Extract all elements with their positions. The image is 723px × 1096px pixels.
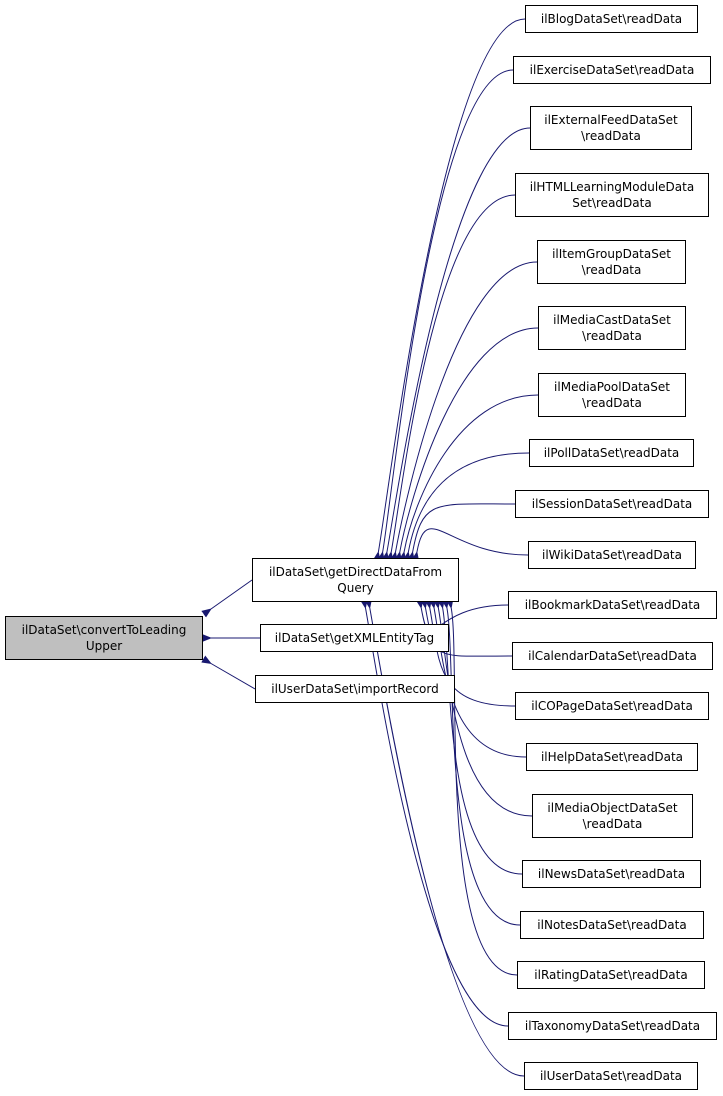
- edge-session-to-getDirect: [407, 503, 516, 562]
- edge-htmlLM-to-getDirect: [385, 194, 516, 562]
- node-blog-read-data[interactable]: ilBlogDataSet\readData: [525, 5, 698, 33]
- edge-externalFeed-to-getDirect: [381, 127, 531, 562]
- node-get-direct-data-from-query[interactable]: ilDataSet\getDirectDataFrom Query: [252, 558, 459, 602]
- node-calendar-read-data[interactable]: ilCalendarDataSet\readData: [512, 642, 713, 670]
- node-taxonomy-read-data[interactable]: ilTaxonomyDataSet\readData: [508, 1012, 717, 1040]
- edge-getDirect-to-root: [201, 579, 253, 618]
- edge-itemGroup-to-getDirect: [389, 261, 538, 562]
- node-wiki-read-data[interactable]: ilWikiDataSet\readData: [528, 541, 696, 569]
- node-media-cast-read-data[interactable]: ilMediaCastDataSet \readData: [538, 306, 686, 350]
- node-exercise-read-data[interactable]: ilExerciseDataSet\readData: [513, 56, 711, 84]
- node-help-read-data[interactable]: ilHelpDataSet\readData: [526, 743, 698, 771]
- edge-blog-to-getDirect: [372, 18, 526, 562]
- edge-mediaPool-to-getDirect: [398, 394, 539, 562]
- node-convert-to-leading-upper[interactable]: ilDataSet\convertToLeading Upper: [5, 616, 203, 660]
- node-bookmark-read-data[interactable]: ilBookmarkDataSet\readData: [508, 591, 717, 619]
- edge-importRecord-to-root: [201, 655, 256, 690]
- edge-news-to-getDirect: [437, 598, 523, 875]
- node-notes-read-data[interactable]: ilNotesDataSet\readData: [520, 911, 704, 939]
- node-get-xml-entity-tag[interactable]: ilDataSet\getXMLEntityTag: [260, 624, 449, 652]
- node-copage-read-data[interactable]: ilCOPageDataSet\readData: [515, 692, 709, 720]
- edge-notes-to-getDirect: [441, 598, 521, 926]
- edge-wiki-to-getDirect: [411, 528, 529, 562]
- node-session-read-data[interactable]: ilSessionDataSet\readData: [515, 490, 709, 518]
- node-external-feed-read-data[interactable]: ilExternalFeedDataSet \readData: [530, 106, 692, 150]
- edge-taxonomy-to-getDirect: [359, 598, 509, 1027]
- node-rating-read-data[interactable]: ilRatingDataSet\readData: [517, 961, 705, 989]
- node-user-import-record[interactable]: ilUserDataSet\importRecord: [255, 675, 455, 703]
- node-html-learning-module-read-data[interactable]: ilHTMLLearningModuleData Set\readData: [515, 173, 709, 217]
- node-media-pool-read-data[interactable]: ilMediaPoolDataSet \readData: [538, 373, 686, 417]
- edge-exercise-to-getDirect: [377, 69, 514, 562]
- edge-mediaCast-to-getDirect: [394, 327, 539, 562]
- edge-rating-to-getDirect: [445, 598, 518, 976]
- node-media-object-read-data[interactable]: ilMediaObjectDataSet \readData: [532, 794, 693, 838]
- node-news-read-data[interactable]: ilNewsDataSet\readData: [522, 860, 701, 888]
- node-poll-read-data[interactable]: ilPollDataSet\readData: [529, 439, 694, 467]
- edge-poll-to-getDirect: [402, 452, 530, 562]
- edge-calendar-to-getDirect: [419, 598, 513, 657]
- node-item-group-read-data[interactable]: ilItemGroupDataSet \readData: [537, 240, 686, 284]
- node-user-read-data[interactable]: ilUserDataSet\readData: [524, 1062, 698, 1090]
